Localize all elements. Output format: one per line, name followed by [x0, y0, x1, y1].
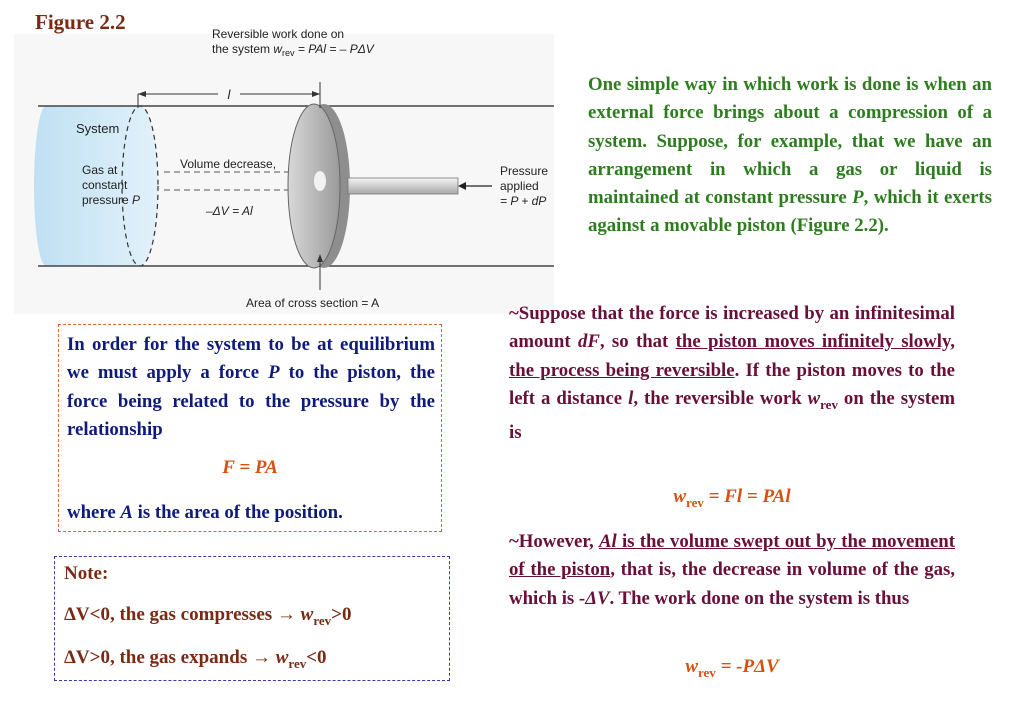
work-final-equation: wrev = -PΔV: [685, 656, 779, 680]
svg-text:= P + dP: = P + dP: [500, 194, 546, 208]
figure-title: Figure 2.2: [35, 10, 126, 34]
work-equation: wrev = Fl = PAl: [673, 486, 791, 510]
system-label: System: [76, 121, 119, 136]
length-label: l: [228, 87, 232, 102]
piston-rod: [347, 177, 459, 195]
piston-diagram: l Reversible work done on the system wre…: [14, 27, 554, 314]
svg-text:applied: applied: [500, 179, 539, 193]
force-equation: F = PA: [222, 457, 278, 478]
gas-region: [34, 106, 158, 266]
note-box: [54, 556, 450, 681]
equilibrium-box: [58, 324, 442, 532]
note-title: Note:: [64, 563, 109, 584]
however-paragraph: ~However, Al is the volume swept out by …: [509, 531, 955, 609]
where-text: where A is the area of the position.: [67, 502, 343, 523]
suppose-paragraph: ~Suppose that the force is increased by …: [509, 303, 956, 443]
svg-text:pressure P: pressure P: [82, 193, 140, 207]
note-expand: ΔV>0, the gas expands → wrev<0: [64, 647, 327, 671]
volume-equation: –ΔV = Al: [205, 204, 253, 218]
intro-paragraph: One simple way in which work is done is …: [588, 74, 992, 237]
area-label: Area of cross section = A: [246, 296, 379, 310]
work-label-line1: Reversible work done on: [212, 27, 344, 41]
svg-text:Pressure: Pressure: [500, 164, 548, 178]
volume-label: Volume decrease,: [180, 157, 276, 171]
work-label-line2: the system wrev = PAl = – PΔV: [212, 42, 375, 58]
svg-text:constant: constant: [82, 178, 128, 192]
note-compress: ΔV<0, the gas compresses → wrev>0: [64, 604, 352, 628]
svg-text:Gas at: Gas at: [82, 163, 118, 177]
equilibrium-text: In order for the system to be at equilib…: [67, 334, 435, 440]
pressure-arrow: [458, 182, 466, 190]
piston-face: [287, 103, 341, 269]
